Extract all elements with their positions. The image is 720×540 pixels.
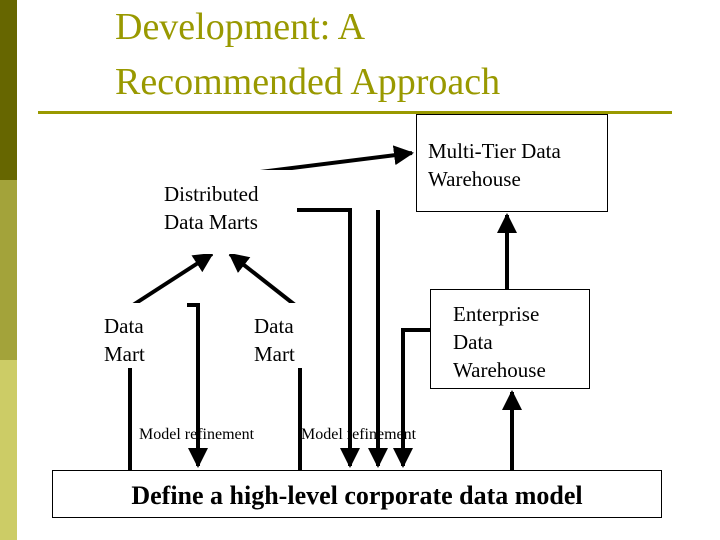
arrow-mart-left-refinement xyxy=(186,303,208,468)
distributed-label-line-1: Distributed xyxy=(164,182,259,206)
multi-tier-label-line-2: Warehouse xyxy=(428,167,521,191)
arrow-enterprise-refinement xyxy=(393,328,430,468)
title-underline xyxy=(38,111,672,114)
data-mart-left-line-1: Data xyxy=(104,314,144,338)
arrow-distributed-to-corporate xyxy=(295,208,360,468)
slide-title-line-1: Development: A xyxy=(115,6,366,48)
model-refinement-right-label: Model refinement xyxy=(301,426,417,443)
enterprise-label-line-2: Data xyxy=(453,330,493,354)
sidebar-band-2 xyxy=(0,180,17,360)
model-refinement-left-label: Model refinement xyxy=(139,426,255,443)
data-mart-mid-line-1: Data xyxy=(254,314,294,338)
sidebar-band-1 xyxy=(0,0,17,180)
arrow-mart-left-to-distributed xyxy=(131,252,214,307)
data-mart-left-line-2: Mart xyxy=(104,342,145,366)
enterprise-label-line-1: Enterprise xyxy=(453,302,540,326)
sidebar-band-3 xyxy=(0,360,17,540)
corporate-data-model-box: Define a high-level corporate data model xyxy=(52,470,662,518)
enterprise-warehouse-box: Enterprise Data Warehouse xyxy=(430,289,590,389)
data-mart-mid-line-2: Mart xyxy=(254,342,295,366)
arrow-mart-mid-to-distributed xyxy=(228,252,297,307)
data-mart-left-box: Data Mart xyxy=(90,303,187,368)
multi-tier-label-line-1: Multi-Tier Data xyxy=(428,139,561,163)
multi-tier-warehouse-box: Multi-Tier Data Warehouse xyxy=(416,114,608,212)
distributed-data-marts-box: Distributed Data Marts xyxy=(150,170,297,254)
sidebar-decoration xyxy=(0,0,17,540)
distributed-label-line-2: Data Marts xyxy=(164,210,258,234)
slide-title: Development: A Recommended Approach xyxy=(115,0,675,110)
enterprise-label-line-3: Warehouse xyxy=(453,358,546,382)
data-mart-mid-box: Data Mart xyxy=(240,303,335,368)
slide-title-line-2: Recommended Approach xyxy=(115,61,501,103)
